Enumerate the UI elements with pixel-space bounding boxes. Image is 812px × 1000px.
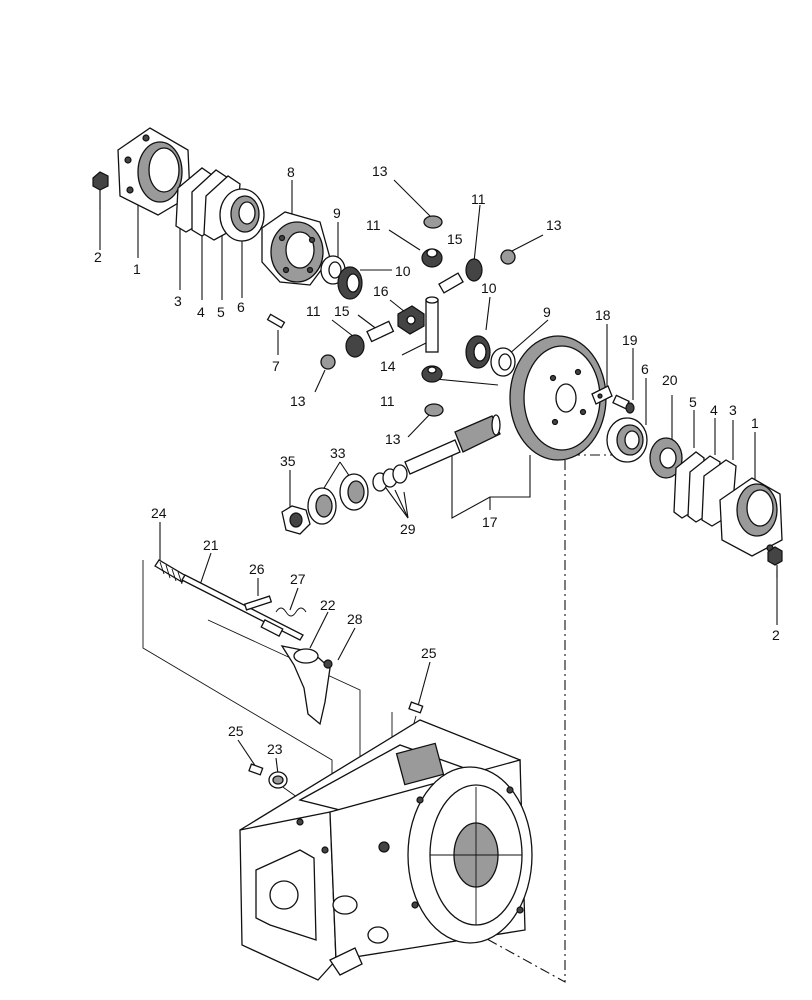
ball-28 [323, 659, 333, 669]
callout-6-left: 6 [237, 299, 245, 315]
callout-9-right: 9 [543, 304, 551, 320]
differential-case-8 [261, 211, 331, 286]
callout-11-top: 11 [366, 217, 381, 233]
callout-4-left: 4 [197, 304, 205, 320]
callout-1-right: 1 [751, 415, 759, 431]
callout-5-left: 5 [217, 304, 225, 320]
bolt-2-right [767, 546, 783, 578]
pinion-gear-11-top [421, 248, 443, 268]
callout-24: 24 [151, 505, 167, 521]
callout-3-right: 3 [729, 402, 737, 418]
callout-11-bottom: 11 [380, 393, 395, 409]
bearing-housing-1-right [719, 477, 783, 557]
bolt-19 [612, 394, 635, 414]
pin-7 [266, 313, 286, 329]
bearing-20 [649, 437, 683, 479]
pin-25-right [408, 701, 424, 714]
callout-22: 22 [320, 597, 336, 613]
callout-13-top: 13 [372, 163, 388, 179]
side-gear-10-left [337, 266, 363, 300]
callout-8: 8 [287, 164, 295, 180]
callout-15-left: 15 [334, 303, 350, 319]
washer-13-left [320, 354, 336, 370]
callout-9-left: 9 [333, 205, 341, 221]
ring-gear-17 [509, 335, 607, 461]
bushing-23 [268, 771, 288, 789]
callout-26: 26 [249, 561, 265, 577]
callout-6-right: 6 [641, 361, 649, 377]
callout-2-left: 2 [94, 249, 102, 265]
callout-11-right: 11 [471, 191, 486, 207]
callout-20: 20 [662, 372, 678, 388]
pinion-gear-11-bottom [421, 365, 443, 383]
bearing-6-right [606, 417, 648, 463]
callout-19: 19 [622, 332, 638, 348]
pin-26 [243, 595, 273, 611]
callout-35: 35 [280, 453, 296, 469]
lock-plate-18 [591, 385, 613, 405]
washer-13-top [423, 215, 443, 229]
pinion-shaft-17 [404, 414, 501, 475]
spacer-15-right [438, 272, 464, 294]
bearing-33-left [307, 487, 337, 525]
bearing-6-left [219, 188, 265, 242]
callout-18: 18 [595, 307, 611, 323]
callout-labels: 2 1 3 4 5 6 8 7 9 10 13 11 11 15 13 16 1… [94, 163, 780, 757]
callout-33: 33 [330, 445, 346, 461]
washer-13-bottom [424, 403, 444, 417]
callout-27: 27 [290, 571, 306, 587]
callout-11-left: 11 [306, 303, 321, 319]
shift-rod-21 [181, 574, 304, 641]
transmission-housing [239, 719, 533, 981]
bearing-33-right [339, 473, 369, 511]
pinion-gear-11-right [465, 258, 483, 282]
rings-29 [372, 464, 408, 492]
callout-10-left: 10 [395, 263, 411, 279]
thrust-washer-9-right [490, 347, 516, 377]
callout-2-right: 2 [772, 627, 780, 643]
callout-13-right: 13 [546, 217, 562, 233]
callout-15-right: 15 [447, 231, 463, 247]
callout-23: 23 [267, 741, 283, 757]
callout-21: 21 [203, 537, 219, 553]
bolt-2-left [92, 171, 109, 210]
callout-7: 7 [272, 358, 280, 374]
shift-fork-22 [280, 645, 331, 726]
washer-13-right [500, 249, 516, 265]
callout-13-bottom: 13 [385, 431, 401, 447]
callout-1-left: 1 [133, 261, 141, 277]
bearing-housing-1-left [117, 127, 191, 216]
spider-block-16 [397, 305, 425, 335]
nut-35 [281, 505, 311, 535]
pinion-gear-11-left [345, 334, 365, 358]
callout-3-left: 3 [174, 293, 182, 309]
callout-28: 28 [347, 611, 363, 627]
side-gear-10-right [465, 335, 491, 369]
spring-27 [275, 607, 307, 617]
callout-25-left: 25 [228, 723, 244, 739]
callout-10-right: 10 [481, 280, 497, 296]
callout-5-right: 5 [689, 394, 697, 410]
callout-14: 14 [380, 358, 396, 374]
pin-25-left [248, 763, 264, 776]
callout-4-right: 4 [710, 402, 718, 418]
dash-dot-line [437, 454, 620, 983]
callout-16: 16 [373, 283, 389, 299]
spacer-15-left [366, 320, 395, 343]
callout-17: 17 [482, 514, 498, 530]
cross-shaft-14 [425, 296, 439, 353]
callout-25-right: 25 [421, 645, 437, 661]
spring-24 [154, 559, 187, 585]
callout-29: 29 [400, 521, 416, 537]
callout-13-left: 13 [290, 393, 306, 409]
